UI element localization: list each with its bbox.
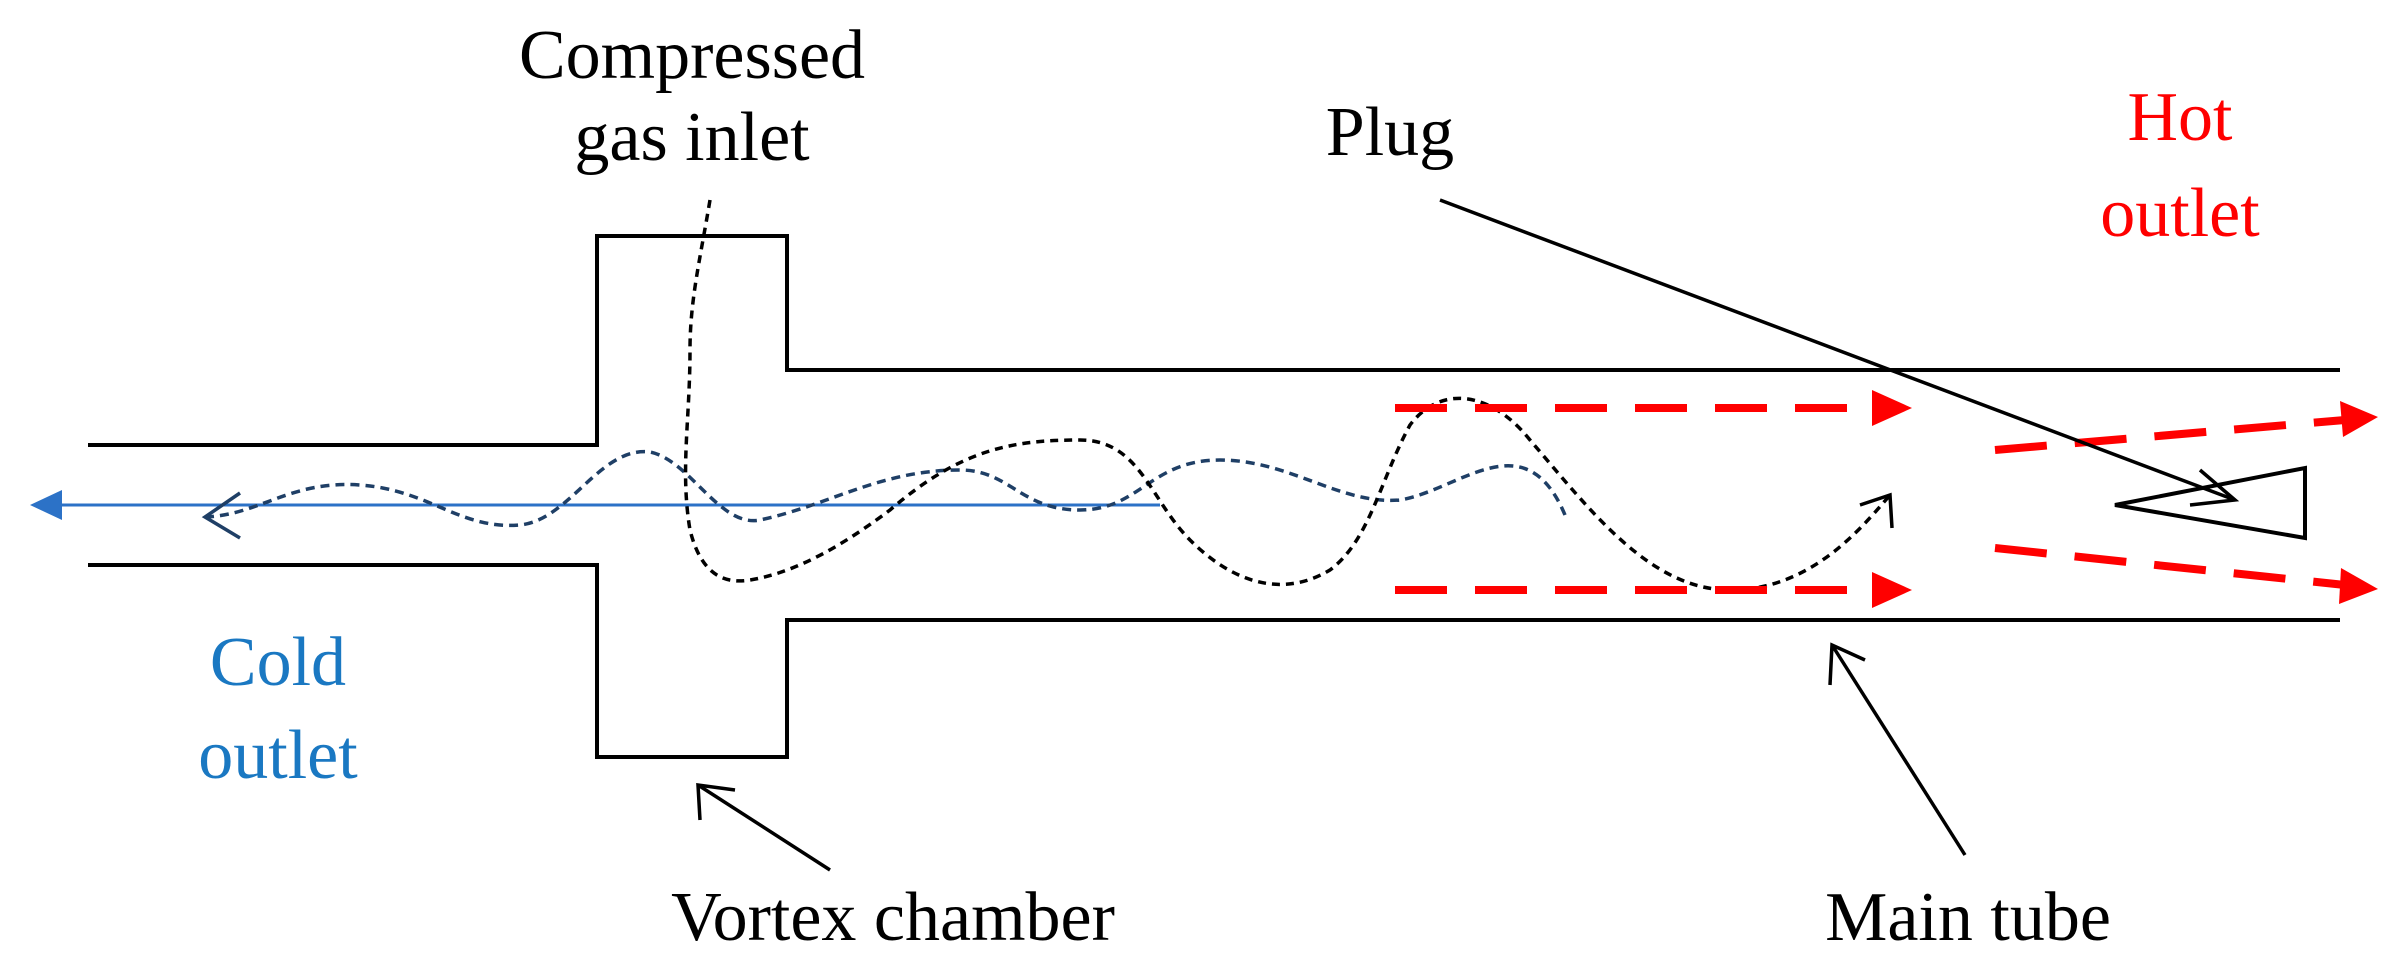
- lower-wall-outline: [88, 563, 2340, 759]
- main-tube-label: Main tube: [1825, 879, 2111, 956]
- hot-arrowhead-4: [2339, 568, 2378, 604]
- hot-arrowhead-3: [2340, 401, 2378, 437]
- vortex-chamber-label: Vortex chamber: [671, 879, 1115, 956]
- cold-swirl-flow: [201, 450, 1567, 540]
- hot-arrow-lower-outer: [1994, 544, 2346, 589]
- tube-outline: [88, 234, 2340, 759]
- plug-cone: [2114, 465, 2307, 541]
- inlet-swirl-flow: [683, 199, 1894, 592]
- hot-outlet-label-line2: outlet: [2100, 175, 2260, 252]
- plug-label: Plug: [1326, 94, 1454, 171]
- main-tube-leader-line: [1830, 644, 1967, 856]
- hot-outlet-label-line1: Hot: [2128, 79, 2234, 156]
- text-labels: Compressed gas inlet Plug Hot outlet Col…: [198, 17, 2260, 956]
- hot-arrowhead-2: [1872, 572, 1912, 608]
- hot-arrow-upper-outer: [1994, 416, 2346, 454]
- vortex-chamber-leader-head: [696, 782, 736, 821]
- plug-leader-line: [1439, 198, 2236, 502]
- cold-outlet-label-line1: Cold: [210, 624, 346, 701]
- leader-lines: [696, 198, 2240, 872]
- vortex-chamber-leader-line: [697, 783, 831, 872]
- hot-flow-arrows: [1395, 404, 2346, 594]
- plug-leader-head: [2189, 468, 2240, 507]
- cold-outlet-arrow: [30, 490, 1160, 520]
- hot-arrowheads: [1872, 390, 2378, 608]
- hot-arrowhead-1: [1872, 390, 1912, 426]
- compressed-gas-inlet-label-line2: gas inlet: [574, 99, 810, 176]
- upper-wall-outline: [88, 234, 2340, 447]
- compressed-gas-inlet-label-line1: Compressed: [519, 17, 865, 94]
- cold-outlet-label-line2: outlet: [198, 717, 358, 794]
- main-tube-leader-head: [1828, 642, 1866, 686]
